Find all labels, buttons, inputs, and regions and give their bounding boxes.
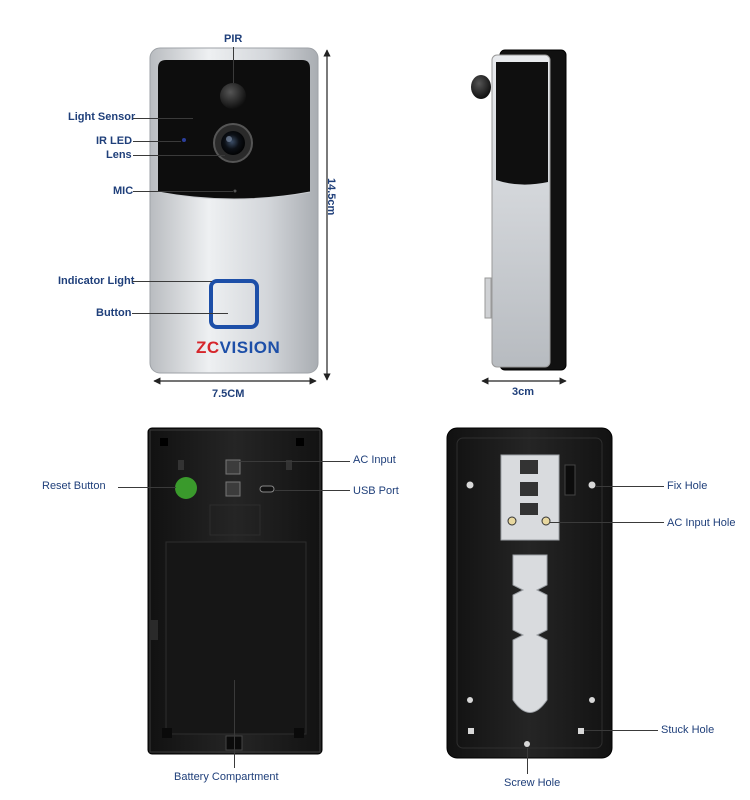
ac-input-hole-right-icon <box>541 516 551 526</box>
label-usb-port: USB Port <box>353 485 399 497</box>
doorbell-button-icon <box>209 279 259 329</box>
label-fix-hole: Fix Hole <box>667 480 708 492</box>
label-reset-button: Reset Button <box>42 480 106 492</box>
label-button: Button <box>96 307 132 319</box>
stuck-hole-icon <box>578 728 584 734</box>
label-light-sensor: Light Sensor <box>68 111 136 123</box>
leader-mic <box>133 191 233 192</box>
ac-input-hole-left-icon <box>507 516 517 526</box>
label-depth: 3cm <box>512 386 535 398</box>
label-lens: Lens <box>106 149 132 161</box>
leader-button <box>132 313 228 314</box>
brand-vision: VISION <box>219 338 281 357</box>
label-height: 14.5cm <box>325 178 337 216</box>
back-view-doorbell <box>147 427 323 755</box>
reset-button-icon <box>175 477 197 499</box>
leader-ac-input <box>238 461 350 462</box>
leader-reset-button <box>118 487 176 488</box>
leader-screw-hole <box>527 748 528 774</box>
label-mic: MIC <box>113 185 134 197</box>
mic-hole-icon <box>233 189 237 193</box>
label-screw-hole: Screw Hole <box>504 777 561 789</box>
ir-led-icon <box>182 138 186 142</box>
label-pir: PIR <box>224 33 243 45</box>
brand-logo: ZCVISION <box>196 338 280 358</box>
usb-port-icon <box>259 485 275 493</box>
leader-ir-led <box>133 141 181 142</box>
label-indicator-light: Indicator Light <box>58 275 135 287</box>
label-ac-input-hole: AC Input Hole <box>667 517 736 529</box>
label-stuck-hole: Stuck Hole <box>661 724 715 736</box>
leader-ac-input-hole <box>550 522 664 523</box>
side-view-doorbell <box>471 49 567 371</box>
side-pir-icon <box>471 75 491 99</box>
leader-light-sensor <box>133 118 193 119</box>
leader-indicator-light <box>132 281 212 282</box>
front-view-doorbell <box>149 47 319 374</box>
leader-stuck-hole <box>584 730 658 731</box>
leader-pir <box>233 47 234 83</box>
leader-usb-port <box>275 490 350 491</box>
label-ir-led: IR LED <box>96 135 133 147</box>
camera-lens-icon <box>221 131 245 155</box>
brand-zc: ZC <box>196 338 220 357</box>
battery-compartment <box>165 541 307 735</box>
label-battery-compartment: Battery Compartment <box>174 771 279 783</box>
label-width: 7.5CM <box>212 388 245 400</box>
mounting-plate <box>446 427 613 759</box>
pir-sensor-icon <box>220 83 246 109</box>
label-ac-input: AC Input <box>353 454 396 466</box>
screw-hole-icon <box>524 741 530 747</box>
fix-hole-icon <box>588 481 596 489</box>
leader-lens <box>133 155 225 156</box>
leader-fix-hole <box>596 486 664 487</box>
leader-battery-compartment <box>234 680 235 768</box>
